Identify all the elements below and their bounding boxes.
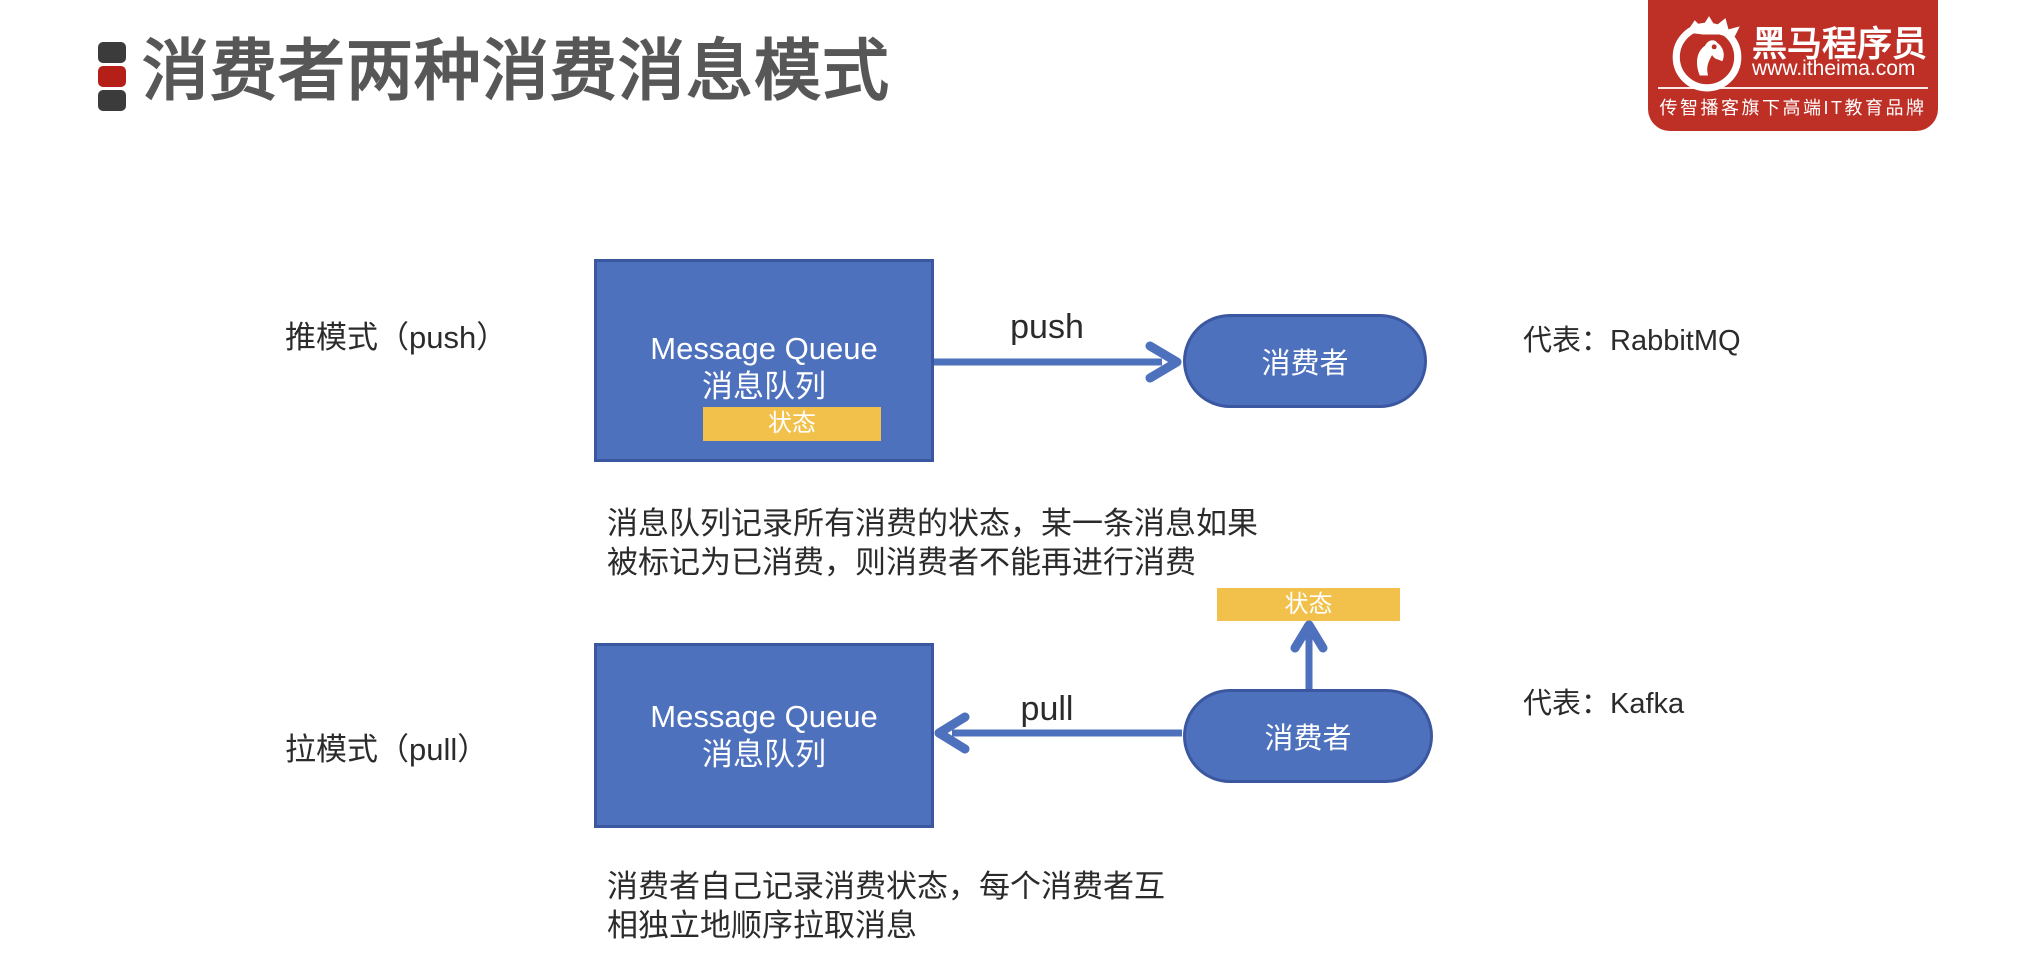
pull-status-badge: 状态 (1217, 588, 1400, 621)
brand-tagline: 传智播客旗下高端IT教育品牌 (1659, 98, 1927, 118)
logo-divider (1658, 87, 1928, 89)
pull-arrow-label: pull (1020, 690, 1074, 728)
brand-website: www.itheima.com (1752, 57, 1916, 80)
pull-consumer-node: 消费者 (1183, 689, 1433, 783)
pull-status-arrow-icon (1290, 620, 1328, 690)
consumer-label: 消费者 (1264, 723, 1352, 755)
page-title: 消费者两种消费消息模式 (142, 34, 890, 109)
brand-logo: 黑马程序员 www.itheima.com 传智播客旗下高端IT教育品牌 (1648, 0, 1938, 131)
queue-box-title: Message Queue (650, 698, 878, 734)
consumer-label: 消费者 (1261, 348, 1349, 380)
push-consumer-node: 消费者 (1183, 314, 1427, 408)
horse-icon (1672, 16, 1742, 92)
bullet-square-dark (98, 42, 126, 63)
title-bullet-icon (98, 42, 126, 114)
queue-box-title: Message Queue (650, 331, 878, 366)
push-description: 消息队列记录所有消费的状态，某一条消息如果 被标记为已消费，则消费者不能再进行消… (607, 506, 1258, 580)
brand-name: 黑马程序员 (1752, 25, 1928, 64)
title-block: 消费者两种消费消息模式 (98, 36, 890, 114)
pull-representative: 代表：Kafka (1523, 688, 1685, 720)
queue-box-subtitle: 消息队列 (702, 736, 826, 772)
bullet-square-dark (98, 90, 126, 111)
pull-arrow-icon (934, 712, 1182, 754)
bullet-square-red (98, 66, 126, 87)
pull-description: 消费者自己记录消费状态，每个消费者互 相独立地顺序拉取消息 (607, 869, 1165, 943)
push-representative: 代表：RabbitMQ (1523, 325, 1741, 357)
push-arrow-icon (934, 341, 1182, 383)
pull-mode-label: 拉模式（pull） (285, 732, 489, 767)
push-queue-box: Message Queue 消息队列 状态 (594, 259, 934, 462)
pull-queue-box: Message Queue 消息队列 (594, 643, 934, 828)
push-arrow-label: push (1010, 308, 1084, 346)
status-badge: 状态 (703, 407, 881, 441)
queue-box-subtitle: 消息队列 (702, 369, 826, 404)
push-mode-label: 推模式（push） (285, 320, 508, 355)
